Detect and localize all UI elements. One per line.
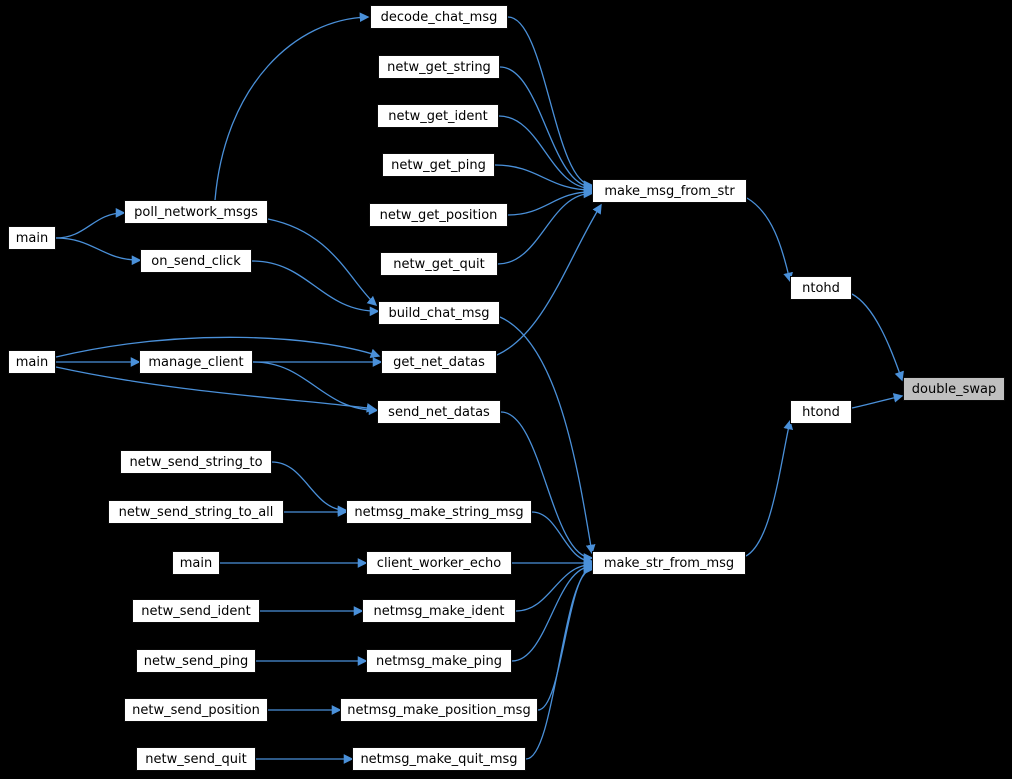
edge-netw_send_string_to-to-netmsg_make_string_msg <box>271 461 348 516</box>
edge-netw_get_position-to-make_msg_from_str <box>507 186 594 216</box>
node-make_str_from_msg[interactable]: make_str_from_msg <box>592 551 746 575</box>
edge-poll_network_msgs-to-build_chat_msg <box>267 218 378 306</box>
node-netmsg_make_quit_msg[interactable]: netmsg_make_quit_msg <box>352 747 526 771</box>
edge-netw_get_string-to-make_msg_from_str <box>499 66 594 192</box>
edge-netw_get_quit-to-make_msg_from_str <box>497 188 594 265</box>
edge-make_str_from_msg-to-htond <box>745 419 794 557</box>
edge-get_net_datas-to-make_msg_from_str <box>496 203 602 356</box>
node-netmsg_make_position_msg[interactable]: netmsg_make_position_msg <box>340 698 538 722</box>
node-double_swap: double_swap <box>903 377 1005 401</box>
node-htond[interactable]: htond <box>790 400 852 424</box>
edge-main1-to-on_send_click <box>55 237 142 266</box>
edge-poll_network_msgs-to-decode_chat_msg <box>214 12 370 201</box>
edge-netw_get_ping-to-make_msg_from_str <box>494 164 594 195</box>
node-netmsg_make_ping[interactable]: netmsg_make_ping <box>366 649 512 673</box>
edge-netw_get_ident-to-make_msg_from_str <box>498 115 594 194</box>
edge-netmsg_make_quit_msg-to-make_str_from_msg <box>525 564 594 760</box>
node-decode_chat_msg[interactable]: decode_chat_msg <box>370 5 508 29</box>
node-netw_get_quit[interactable]: netw_get_quit <box>380 252 498 276</box>
node-netw_send_ident[interactable]: netw_send_ident <box>132 599 260 623</box>
node-manage_client[interactable]: manage_client <box>139 350 253 374</box>
edge-manage_client-to-send_net_datas <box>252 361 379 416</box>
node-netw_get_ping[interactable]: netw_get_ping <box>382 153 495 177</box>
node-netw_send_position[interactable]: netw_send_position <box>124 698 268 722</box>
edge-build_chat_msg-to-make_str_from_msg <box>499 316 596 555</box>
node-netw_get_ident[interactable]: netw_get_ident <box>377 104 499 128</box>
node-client_worker_echo[interactable]: client_worker_echo <box>366 551 512 575</box>
node-netw_send_ping[interactable]: netw_send_ping <box>136 649 256 673</box>
node-get_net_datas[interactable]: get_net_datas <box>381 350 497 374</box>
node-poll_network_msgs[interactable]: poll_network_msgs <box>124 200 268 224</box>
node-on_send_click[interactable]: on_send_click <box>140 249 252 273</box>
edge-main1-to-poll_network_msgs <box>55 208 126 239</box>
node-make_msg_from_str[interactable]: make_msg_from_str <box>592 179 747 203</box>
edge-on_send_click-to-build_chat_msg <box>251 260 380 317</box>
node-netw_get_string[interactable]: netw_get_string <box>378 55 500 79</box>
edge-decode_chat_msg-to-make_msg_from_str <box>507 16 594 191</box>
node-main2[interactable]: main <box>8 350 56 374</box>
node-main3[interactable]: main <box>172 551 220 575</box>
edge-netmsg_make_string_msg-to-make_str_from_msg <box>531 511 594 567</box>
node-build_chat_msg[interactable]: build_chat_msg <box>378 301 500 325</box>
node-ntohd[interactable]: ntohd <box>790 276 852 300</box>
edge-send_net_datas-to-make_str_from_msg <box>500 411 594 563</box>
node-netw_get_position[interactable]: netw_get_position <box>369 203 508 227</box>
node-netw_send_string_to_all[interactable]: netw_send_string_to_all <box>108 500 284 524</box>
edge-main2-to-get_net_datas <box>55 336 381 359</box>
node-netmsg_make_ident[interactable]: netmsg_make_ident <box>362 599 516 623</box>
node-netw_send_quit[interactable]: netw_send_quit <box>136 747 256 771</box>
edge-htond-to-double_swap <box>851 393 904 409</box>
node-main1[interactable]: main <box>8 226 56 250</box>
node-netmsg_make_string_msg[interactable]: netmsg_make_string_msg <box>346 500 532 524</box>
edge-ntohd-to-double_swap <box>851 293 904 382</box>
edge-make_msg_from_str-to-ntohd <box>746 197 793 283</box>
node-netw_send_string_to[interactable]: netw_send_string_to <box>120 450 272 474</box>
edge-netmsg_make_ping-to-make_str_from_msg <box>511 561 594 662</box>
node-send_net_datas[interactable]: send_net_datas <box>377 400 501 424</box>
edge-netmsg_make_ident-to-make_str_from_msg <box>515 559 594 612</box>
